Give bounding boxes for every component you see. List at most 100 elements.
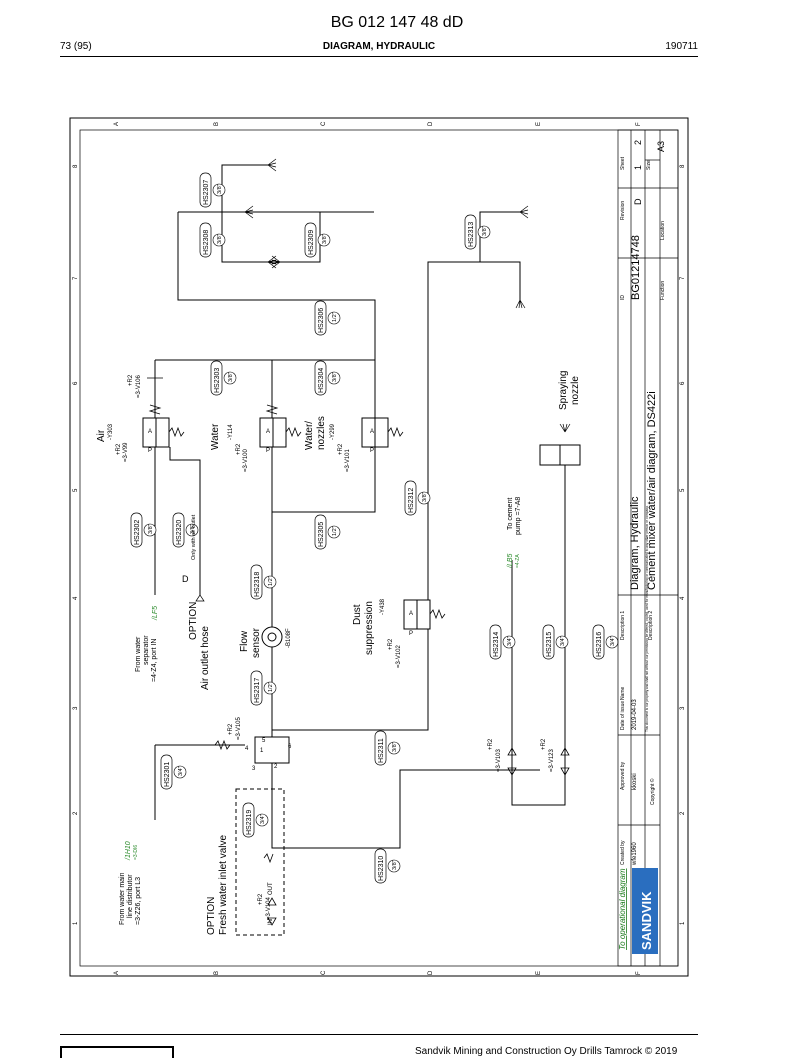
hose-id: HS2306 <box>318 308 325 333</box>
diagram-label: =3-V99 <box>123 442 129 462</box>
diagram-label: =4-ZA <box>515 554 521 568</box>
diagram-label: BG01214748 <box>630 235 642 300</box>
diagram-label: P <box>409 631 413 637</box>
diagram-label: =3-V106 <box>136 374 142 398</box>
diagram-label: =3-V105 <box>236 716 242 740</box>
diagram-label: wfe1960 <box>632 842 638 866</box>
document-code: BG 012 147 48 dD <box>330 14 464 31</box>
diagram-label: =3-DI6 <box>133 845 139 860</box>
hose-id: HS2319 <box>246 810 253 835</box>
page-number: 73 (95) <box>60 41 92 52</box>
hose-size: 3/8" <box>322 234 328 244</box>
diagram-label: separator <box>143 635 150 665</box>
diagram-label: +R2 <box>236 443 242 455</box>
diagram-label: -Y303 <box>108 423 114 440</box>
frame-row-label: C <box>321 970 327 975</box>
hose-size: 1/2" <box>332 526 338 536</box>
diagram-label: P <box>370 448 374 454</box>
hose-size: 1/2" <box>332 312 338 322</box>
diagram-label: +R2 <box>338 443 344 455</box>
hydraulic-lines <box>154 164 566 936</box>
frame-row-label: B <box>214 971 220 975</box>
hose-size: 1/2" <box>268 576 274 586</box>
diagram-label: /LF5 <box>152 606 159 621</box>
hose-size: 3/8" <box>148 524 154 534</box>
frame-col-label: 8 <box>680 164 686 168</box>
diagram-label: nozzles <box>316 416 327 450</box>
diagram-label: Created by <box>620 840 626 865</box>
diagram-label: P <box>148 448 152 454</box>
nozzle-fans <box>195 158 571 602</box>
diagram-label: 2 <box>633 140 643 145</box>
diagram-label: Flow <box>239 630 250 652</box>
hose-size: 3/4" <box>178 766 184 776</box>
diagram-label: line distributor <box>127 874 134 918</box>
hose-size: 3/8" <box>332 372 338 382</box>
diagram-label: =3-V104 <box>266 896 272 920</box>
frame-col-label: 6 <box>73 381 79 385</box>
section-title: DIAGRAM, HYDRAULIC <box>322 41 436 52</box>
diagram-label: =3-V123 <box>549 748 555 772</box>
hose-hs2306[interactable]: HS2306 1/2" <box>314 300 341 336</box>
diagram-label: /LB5 <box>507 553 514 569</box>
valve-springs <box>148 404 446 864</box>
diagram-label: Revision <box>620 201 626 220</box>
diagram-label: +R2 <box>128 374 134 386</box>
manifold-block[interactable] <box>254 736 290 764</box>
title-block <box>617 129 679 967</box>
sandvik-logo-text: SANDVIK <box>639 891 654 950</box>
frame-col-label: 5 <box>680 488 686 492</box>
diagram-label: =3-V100 <box>243 448 249 472</box>
diagram-label: Function <box>660 281 666 300</box>
frame-col-label: 8 <box>73 164 79 168</box>
diagram-label: +R2 <box>116 443 122 455</box>
diagram-label: Name <box>620 686 626 700</box>
diagram-label: Fresh water inlet valve <box>218 835 229 935</box>
hose-id: HS2311 <box>378 738 385 763</box>
diagram-label: =3-Z26, port L3 <box>135 877 142 925</box>
hose-id: HS2313 <box>468 222 475 247</box>
diagram-label: A3 <box>656 141 666 152</box>
diagram-label: 6 <box>288 744 292 750</box>
diagram-label: ID <box>620 295 626 300</box>
diagram-label: Air outlet hose <box>200 626 211 690</box>
diagram-label: =3-V102 <box>396 644 402 668</box>
frame-row-label: E <box>536 122 542 126</box>
diagram-label: Only with air outlet <box>191 514 197 560</box>
diagram-text: Air-Y303+R2=3-V99AP+R2=3-V106Water-Y114+… <box>96 371 581 935</box>
frame-col-label: 6 <box>680 381 686 385</box>
operational-diagram-link[interactable]: To operational diagram <box>618 868 627 950</box>
diagram-label: 2 <box>274 764 278 770</box>
diagram-label: Dust <box>352 604 363 625</box>
frame-col-label: 5 <box>73 488 79 492</box>
frame-row-label: E <box>536 971 542 975</box>
diagram-label: +R2 <box>541 738 547 750</box>
hose-id: HS2320 <box>176 520 183 545</box>
diagram-label: 1 <box>633 165 643 170</box>
diagram-label: 1 <box>260 748 264 754</box>
diagram-label: Spraying <box>558 371 569 410</box>
hose-size: 3/8" <box>228 372 234 382</box>
